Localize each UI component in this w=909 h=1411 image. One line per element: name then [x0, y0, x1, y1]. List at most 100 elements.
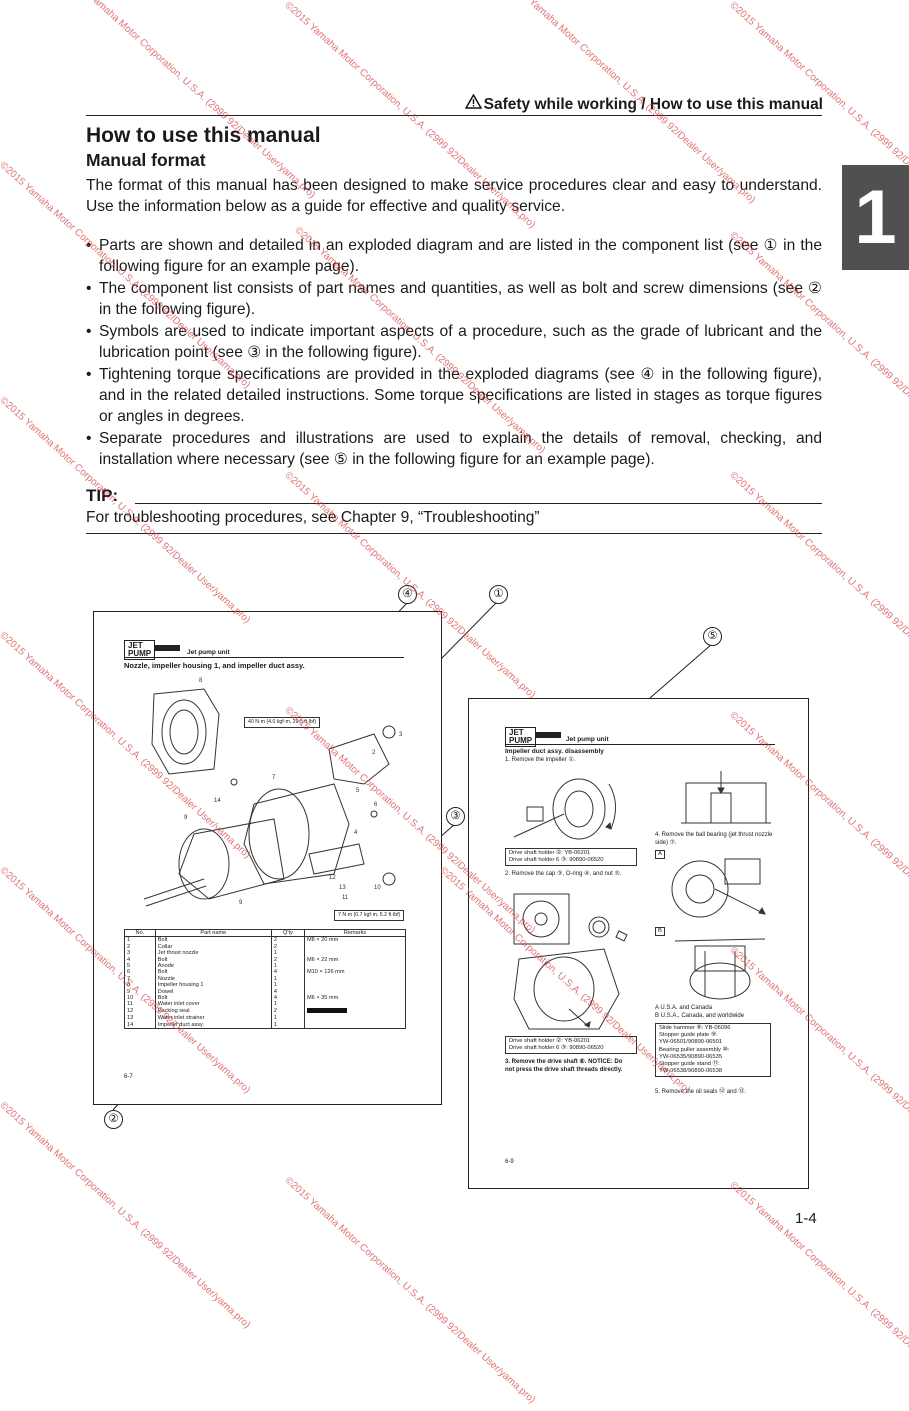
cell: 6 [124, 969, 156, 976]
cell: 1 [270, 975, 305, 983]
table-header: Part name [154, 929, 272, 938]
tool-line: Drive shaft holder ②: YB-06201 [509, 850, 591, 856]
tip-label: TIP: [86, 486, 119, 505]
list-item: Tightening torque specifications are pro… [86, 364, 822, 427]
svg-text:14: 14 [214, 798, 221, 804]
cell: M6 × 22 mm [304, 956, 406, 964]
cell: 1 [270, 1021, 305, 1029]
cell [304, 943, 406, 951]
table-header: Remarks [304, 929, 406, 938]
cell: 2 [270, 943, 305, 951]
svg-text:3: 3 [399, 732, 403, 738]
table-header: Q'ty [270, 929, 305, 938]
callout-2: ② [104, 1110, 123, 1129]
cell: Bolt [154, 995, 272, 1002]
page-number: 1-4 [795, 1210, 817, 1227]
tool-box-2: Drive shaft holder ②: YB-06201 Drive sha… [505, 1036, 637, 1055]
tool-line: YW-06535/90890-06535 [659, 1053, 723, 1060]
cell: Bolt [154, 956, 272, 964]
example-page-number: 6-7 [124, 1074, 133, 1080]
cell [304, 982, 406, 989]
cell: M10 × 126 mm [304, 969, 406, 976]
cell: 4 [270, 988, 305, 996]
region-legend: A U.S.A. and Canada B U.S.A., Canada, an… [655, 1005, 744, 1020]
cell: Water inlet strainer [154, 1015, 272, 1022]
example-page-procedure: JET PUMP Jet pump unit Impeller duct ass… [468, 698, 809, 1189]
tool-box-3: Slide hammer ⑧: YB-06096 Stopper guide p… [655, 1023, 771, 1078]
redaction-bar [307, 1007, 348, 1013]
cell: 10 [124, 995, 156, 1002]
cell: 1 [270, 982, 305, 989]
svg-text:4: 4 [354, 830, 358, 836]
illustration-cap-removal [513, 893, 628, 1030]
torque-spec-bottom: 7 N·m (0.7 kgf·m, 5.2 ft·lbf) [334, 910, 405, 922]
callout-3: ③ [446, 807, 465, 826]
tool-line: YW-06538/90890-06538 [659, 1068, 723, 1075]
cell: 2 [270, 936, 305, 944]
list-item: Symbols are used to indicate important a… [86, 321, 822, 363]
cell: 3 [124, 950, 156, 957]
cell: Impeller housing 1 [154, 982, 272, 989]
label-b: B [655, 927, 665, 937]
callout-5: ⑤ [703, 627, 722, 646]
cell: Dowel [154, 988, 272, 996]
cell [304, 988, 406, 996]
tool-box-1: Drive shaft holder ②: YB-06201 Drive sha… [505, 848, 637, 867]
step-5: 5. Remove the oil seals ⑫ and ⑬. [655, 1089, 747, 1095]
svg-text:13: 13 [339, 885, 346, 891]
cell: Jet thrust nozzle [154, 950, 272, 957]
cell: M6 × 35 mm [304, 995, 406, 1002]
cell: 9 [124, 988, 156, 996]
example-page-number: 6-9 [505, 1159, 514, 1165]
svg-text:12: 12 [329, 875, 336, 881]
warning-triangle-icon [464, 93, 482, 114]
step-4: 4. Remove the ball bearing (jet thrust n… [655, 832, 773, 846]
cell: 4 [124, 956, 156, 964]
cell: 1 [270, 1001, 305, 1008]
cell: 2 [270, 1007, 305, 1016]
example-heading: Nozzle, impeller housing 1, and impeller… [124, 661, 305, 670]
cell: Collar [154, 943, 272, 951]
cell: 8 [124, 982, 156, 989]
thumb-rule [124, 657, 404, 658]
svg-text:9: 9 [184, 815, 188, 821]
exploded-diagram: 8 7 14 9 3 2 5 6 12 13 11 10 9 4 [143, 678, 403, 907]
legend-line: B U.S.A., Canada, and worldwide [655, 1012, 745, 1019]
cell: Bolt [154, 969, 272, 976]
cell [304, 1001, 406, 1008]
step-2: 2. Remove the cap ③, O-ring ④, and nut ⑤… [505, 871, 622, 877]
table-header: No. [124, 929, 156, 938]
step-3: 3. Remove the drive shaft ⑥. NOTICE: Do … [505, 1059, 623, 1073]
chapter-tab: 1 [842, 165, 909, 270]
tip-text: For troubleshooting procedures, see Chap… [86, 509, 540, 526]
cell: 7 [124, 975, 156, 983]
illustration-bearing-b [674, 938, 766, 1000]
cell: 12 [124, 1007, 156, 1016]
cell: M8 × 20 mm [304, 936, 406, 944]
badge-line: PUMP [509, 736, 533, 745]
svg-text:2: 2 [372, 750, 376, 756]
svg-text:10: 10 [374, 885, 381, 891]
example-page-component-list: JET PUMP Jet pump unit Nozzle, impeller … [93, 611, 442, 1105]
illustration-bearing-a [671, 858, 766, 918]
step-1: 1. Remove the impeller ①. [505, 757, 576, 763]
svg-text:11: 11 [342, 895, 349, 901]
redacted-cell [304, 1007, 406, 1016]
label-a: A [655, 850, 665, 860]
thumb-rule [505, 744, 775, 745]
illustration-impeller [513, 778, 616, 840]
cell [304, 975, 406, 983]
tool-line: Stopper guide stand ⑪: [659, 1061, 720, 1068]
cell: 4 [270, 969, 305, 976]
svg-text:8: 8 [199, 678, 203, 684]
